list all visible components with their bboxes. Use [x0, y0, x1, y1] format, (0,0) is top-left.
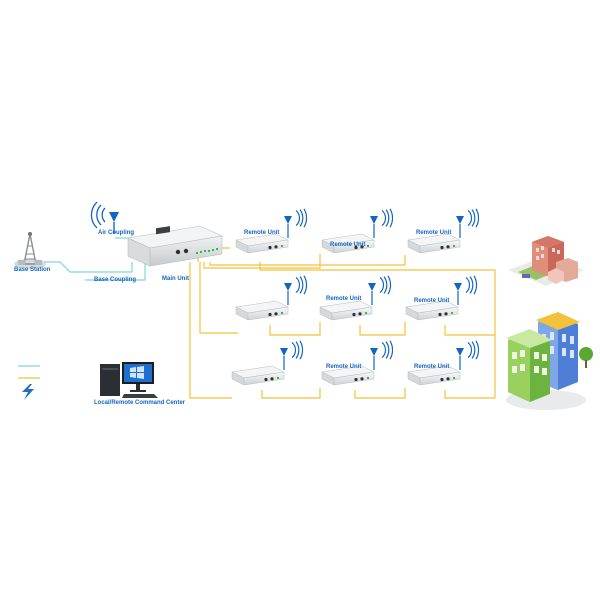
remote-unit-4: [235, 275, 308, 321]
antenna-icon: [368, 275, 392, 305]
port-icon: [440, 377, 444, 382]
command-center-label: Local/Remote Command Center: [94, 400, 186, 406]
residential-building-icon: [508, 236, 584, 286]
base-coupling-coax: [85, 262, 146, 281]
status-led: [281, 312, 283, 314]
port-icon: [274, 312, 278, 316]
status-led: [451, 312, 453, 314]
remote-unit-5: Remote Unit: [319, 275, 392, 321]
port-icon: [264, 377, 268, 382]
port-icon: [352, 312, 356, 317]
port-icon: [360, 377, 364, 381]
air-coupling-antenna-icon: [90, 201, 119, 234]
remote-unit-2: Remote Unit: [321, 208, 394, 254]
status-led: [453, 245, 455, 247]
remote-unit-label: Remote Unit: [416, 230, 451, 236]
port-icon: [268, 312, 272, 317]
port-icon: [438, 312, 442, 317]
antenna-icon: [456, 208, 480, 238]
main-unit-label: Main Unit: [162, 276, 189, 282]
status-led: [365, 312, 367, 314]
port-icon: [444, 312, 448, 316]
remote-unit-label: Remote Unit: [414, 364, 449, 370]
port-icon: [274, 245, 278, 249]
antenna-icon: [370, 340, 394, 370]
status-led: [367, 377, 369, 379]
remote-unit-6: Remote Unit: [405, 275, 478, 321]
status-led: [453, 377, 455, 379]
port-icon: [440, 245, 444, 250]
main-unit-device: [126, 225, 224, 267]
remote-unit-label: Remote Unit: [326, 296, 361, 302]
status-led: [281, 245, 283, 247]
antenna-icon: [280, 340, 304, 370]
port-icon: [446, 377, 450, 381]
antenna-icon: [456, 340, 480, 370]
air-coupling-label: Air Coupling: [98, 230, 134, 236]
remote-unit-1: Remote Unit: [235, 208, 308, 254]
remote-unit-label: Remote Unit: [326, 364, 361, 370]
base-station-tower: [14, 232, 46, 269]
antenna-icon: [454, 275, 478, 305]
computer-icon: [100, 362, 158, 398]
lightning-icon: [22, 384, 34, 400]
fiber-cables: [189, 247, 496, 399]
remote-unit-label: Remote Unit: [244, 230, 279, 236]
port-icon: [270, 377, 274, 381]
port-icon: [358, 312, 362, 316]
base-to-main-coax: [36, 261, 133, 273]
port-icon: [354, 377, 358, 382]
remote-unit-9: Remote Unit: [407, 340, 480, 386]
antenna-icon: [284, 275, 308, 305]
office-building-icon: [506, 312, 593, 410]
remote-unit-7: [231, 340, 304, 386]
antenna-icon: [370, 208, 394, 238]
port-icon: [354, 245, 358, 250]
legend: [18, 365, 40, 400]
remote-unit-3: Remote Unit: [407, 208, 480, 254]
port-icon: [446, 245, 450, 249]
remote-unit-8: Remote Unit: [321, 340, 394, 386]
base-coupling-label: Base Coupling: [94, 277, 136, 283]
status-led: [367, 245, 369, 247]
port-icon: [268, 245, 272, 250]
antenna-icon: [284, 208, 308, 238]
base-station-label: Base Station: [14, 267, 51, 273]
remote-unit-label: Remote Unit: [330, 242, 365, 248]
port-icon: [360, 245, 364, 249]
remote-unit-label: Remote Unit: [414, 298, 449, 304]
status-led: [277, 377, 279, 379]
